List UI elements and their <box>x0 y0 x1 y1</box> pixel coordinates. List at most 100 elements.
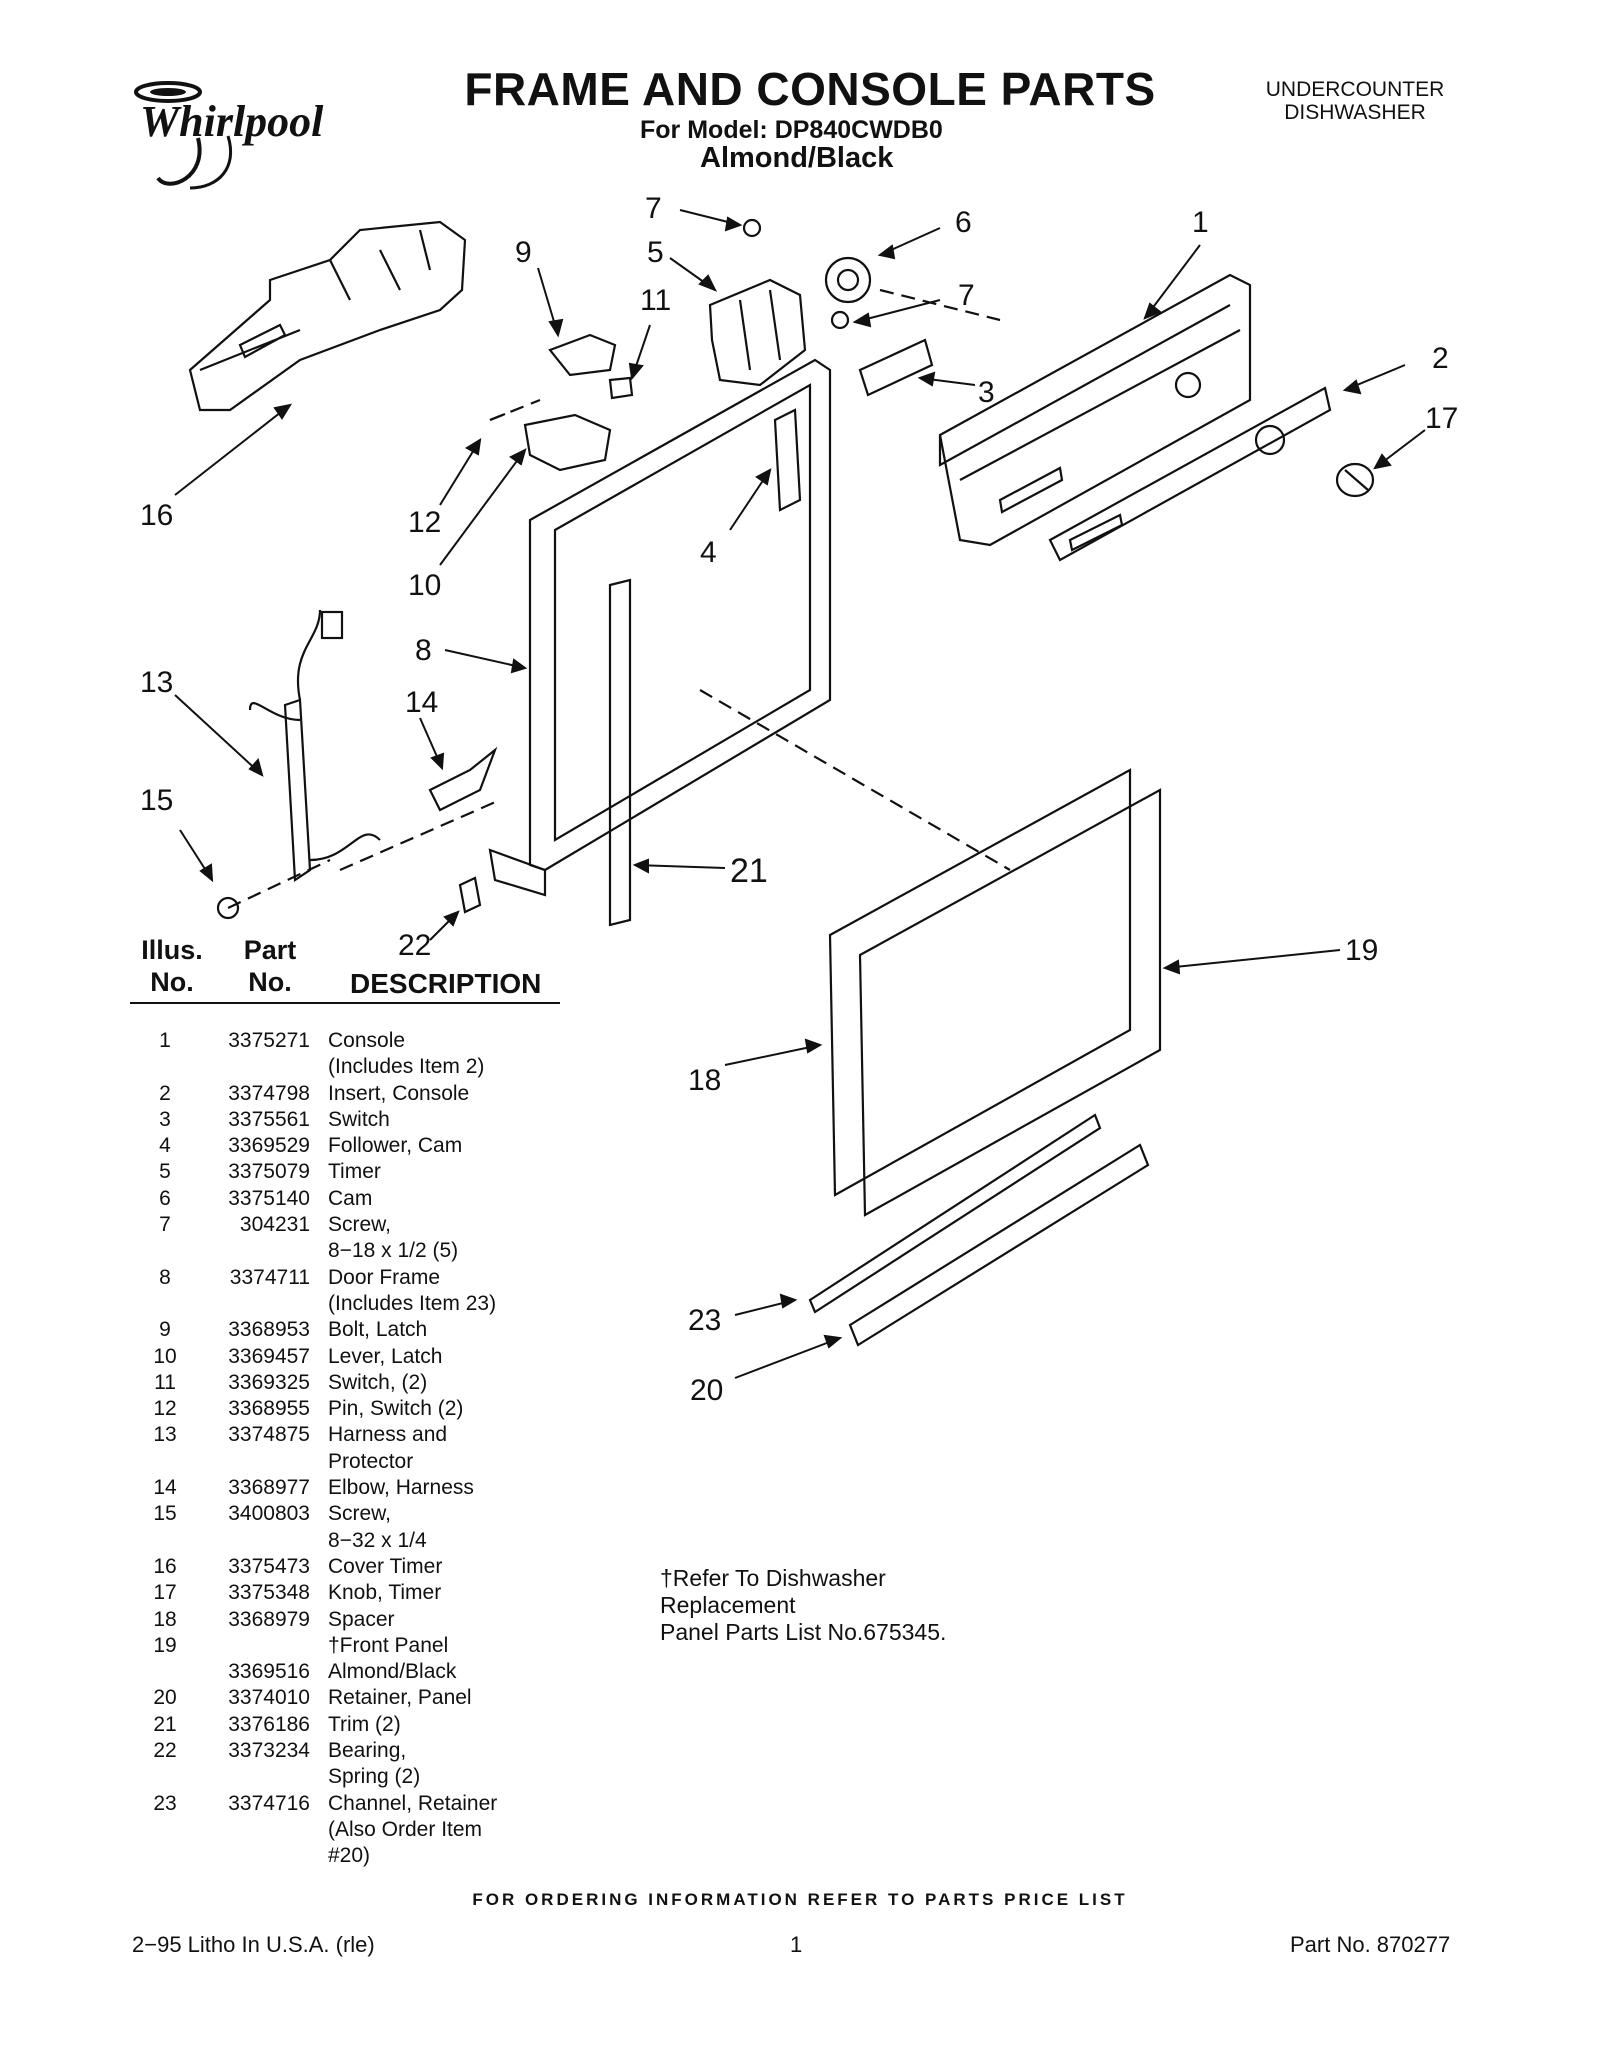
description: Spacer <box>328 1607 395 1631</box>
description: #20) <box>328 1844 371 1868</box>
part-no: 3373234 <box>228 1739 310 1763</box>
part-no <box>200 1054 328 1080</box>
page-title: FRAME AND CONSOLE PARTS <box>464 63 1156 115</box>
part-no <box>200 1843 328 1869</box>
illus-no: 5 <box>159 1160 171 1184</box>
table-row: (Includes Item 23) <box>130 1291 560 1317</box>
litho-info: 2−95 Litho In U.S.A. (rle) <box>132 1932 375 1957</box>
part-no: 3375271 <box>228 1029 310 1052</box>
callout-leaders <box>174 209 1426 1379</box>
callout-3: 3 <box>978 376 995 409</box>
illus-no: 2 <box>159 1081 171 1105</box>
description: Console <box>328 1029 406 1052</box>
callout-13: 13 <box>140 666 173 699</box>
illus-no: 15 <box>153 1502 177 1526</box>
description: Bearing, <box>328 1739 407 1763</box>
callout-23: 23 <box>688 1304 721 1337</box>
illus-no: 9 <box>159 1318 171 1342</box>
product-type: UNDERCOUNTER DISHWASHER <box>1240 78 1470 124</box>
illus-no <box>130 1291 200 1317</box>
part-no: 3374010 <box>228 1686 310 1710</box>
part-screw-upper <box>742 218 762 238</box>
illus-no: 13 <box>153 1423 177 1447</box>
callout-numbers: 7 6 1 9 5 11 7 2 3 17 16 12 4 10 8 13 14… <box>140 192 1458 1407</box>
callout-17: 17 <box>1425 402 1458 435</box>
description: Harness and <box>328 1423 448 1447</box>
part-harness-elbow <box>428 746 498 812</box>
part-bearing <box>458 876 482 914</box>
part-cam-follower <box>773 408 802 512</box>
callout-5: 5 <box>647 236 664 269</box>
part-no: 3375079 <box>228 1160 310 1184</box>
part-no <box>200 1449 328 1475</box>
table-row: Protector <box>130 1449 560 1475</box>
callout-11: 11 <box>640 284 671 317</box>
part-console <box>938 273 1252 547</box>
model-line: For Model: DP840CWDB0 <box>640 116 943 144</box>
table-row: 19†Front Panel <box>130 1633 560 1659</box>
description: Cover Timer <box>328 1554 443 1578</box>
part-screw-lower <box>830 310 850 330</box>
description: Follower, Cam <box>328 1134 463 1158</box>
illus-no <box>130 1054 200 1080</box>
part-no <box>200 1291 328 1317</box>
illus-no <box>130 1528 200 1554</box>
part-no: 3369325 <box>228 1370 310 1394</box>
part-console-insert <box>1048 386 1332 562</box>
illus-no <box>130 1449 200 1475</box>
callout-18: 18 <box>688 1064 721 1097</box>
callout-15: 15 <box>140 784 173 817</box>
table-row: 8−32 x 1/4 <box>130 1528 560 1554</box>
page-number: 1 <box>790 1932 803 1957</box>
illus-no: 16 <box>153 1554 177 1578</box>
illus-no: 3 <box>159 1107 171 1131</box>
description: Pin, Switch (2) <box>328 1397 464 1421</box>
part-no: 3368953 <box>228 1318 310 1342</box>
description: (Includes Item 2) <box>328 1055 485 1079</box>
description: Protector <box>328 1449 414 1473</box>
description: Knob, Timer <box>328 1581 442 1605</box>
part-no: 3369516 <box>228 1660 310 1684</box>
illus-no: 6 <box>159 1186 171 1210</box>
callout-6: 6 <box>955 206 972 239</box>
col-header-illus: Illus. No. <box>132 934 212 998</box>
illus-no: 22 <box>153 1739 177 1763</box>
col-header-part: Part No. <box>230 934 310 998</box>
illus-no: 7 <box>159 1213 171 1237</box>
table-row: 22 3373234 Bearing, <box>130 1738 560 1764</box>
illus-no: 18 <box>153 1607 177 1631</box>
description: Cam <box>328 1186 373 1210</box>
part-knob <box>1335 462 1375 498</box>
description: Switch, (2) <box>328 1370 428 1394</box>
table-row: (Includes Item 2) <box>130 1054 560 1080</box>
illus-no: 20 <box>153 1686 177 1710</box>
illus-no: 17 <box>153 1581 177 1605</box>
col-header-part-line2: No. <box>248 967 292 997</box>
description: Channel, Retainer <box>328 1791 498 1815</box>
description: Elbow, Harness <box>328 1476 474 1500</box>
product-type-line2: DISHWASHER <box>1284 101 1426 124</box>
col-header-part-line1: Part <box>243 935 297 965</box>
replacement-note: †Refer To Dishwasher Replacement Panel P… <box>660 1565 946 1646</box>
description: Switch <box>328 1107 390 1131</box>
part-no: 304231 <box>239 1213 310 1237</box>
part-no <box>200 1528 328 1554</box>
assembly-lines <box>227 288 1011 909</box>
callout-21: 21 <box>730 852 768 890</box>
callout-20: 20 <box>690 1374 723 1407</box>
